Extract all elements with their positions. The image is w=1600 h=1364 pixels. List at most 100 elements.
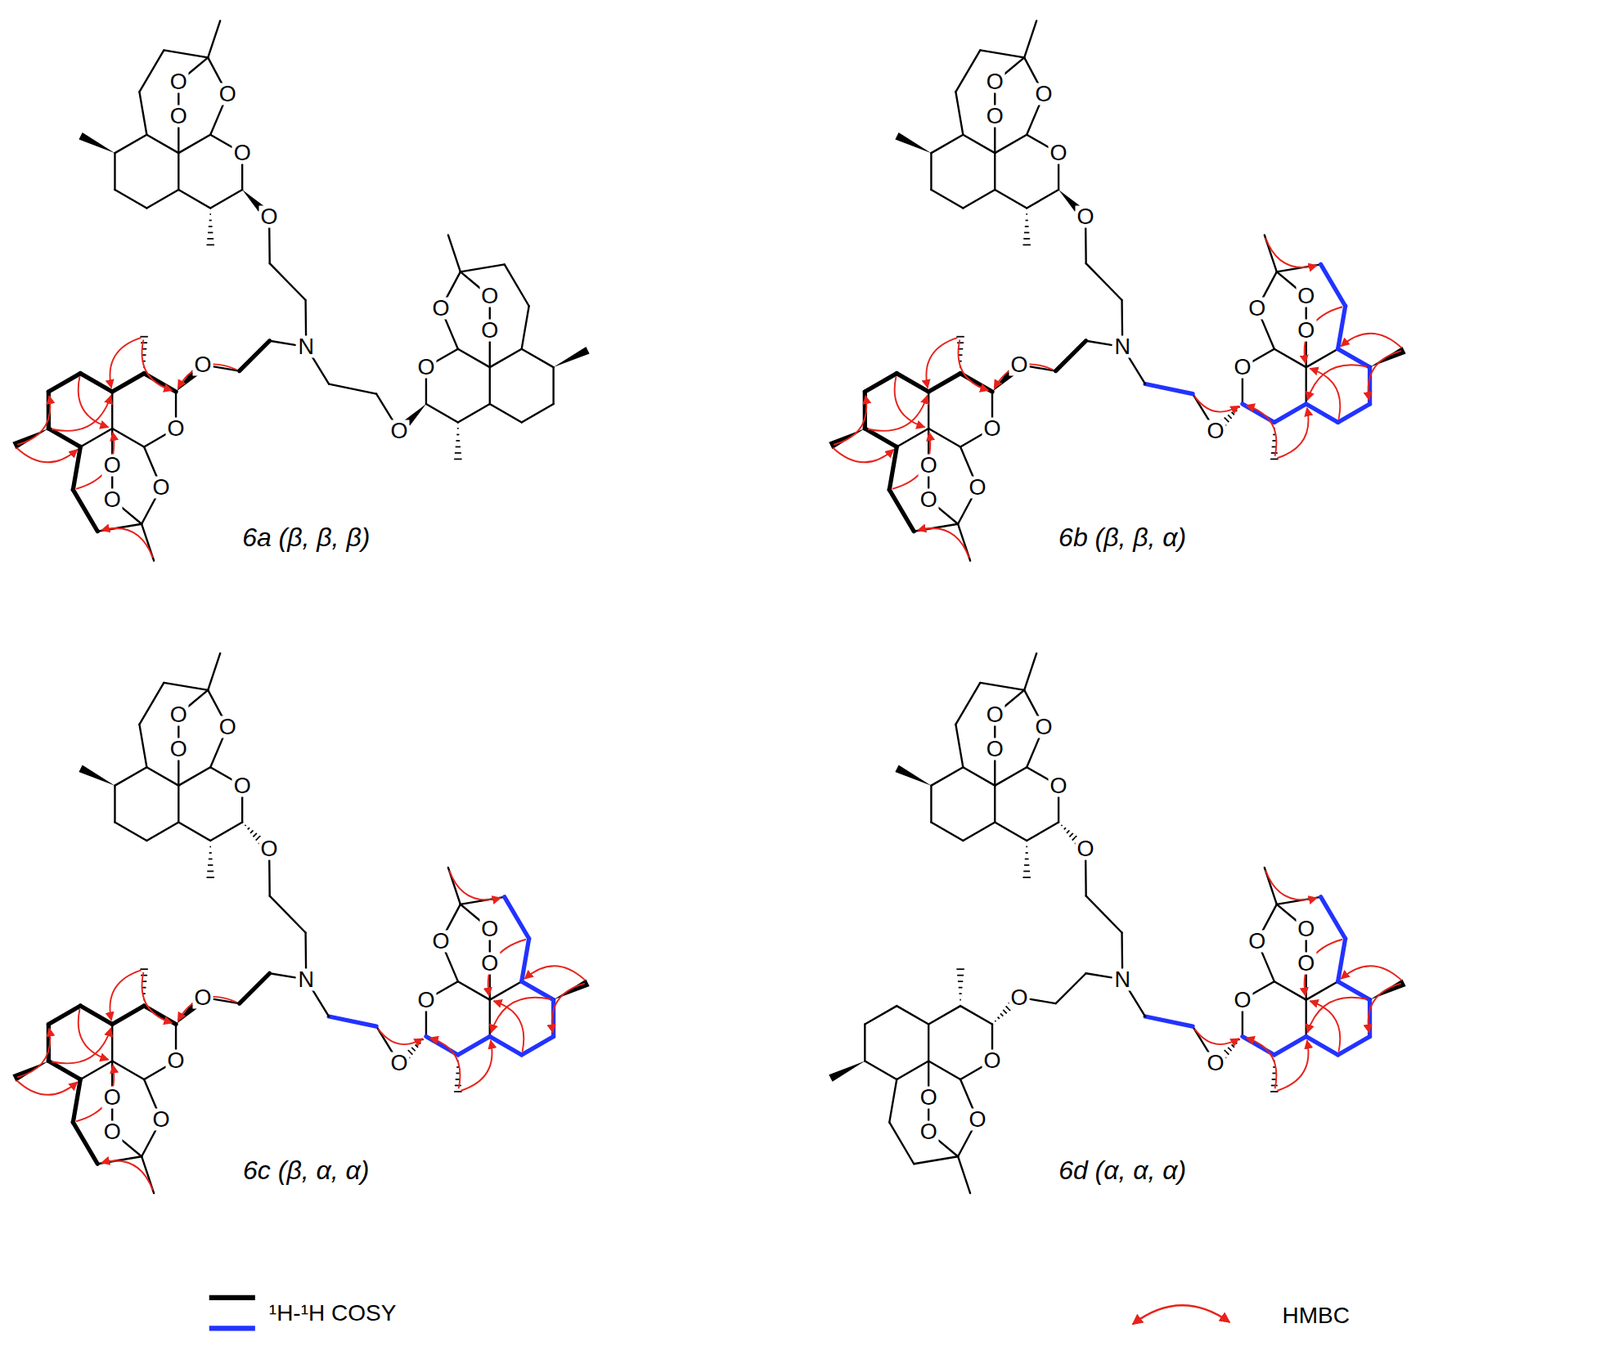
- bond-line: [889, 489, 914, 532]
- bond-line: [489, 404, 522, 423]
- bond-line: [889, 446, 897, 490]
- bond-line: [489, 1000, 491, 1038]
- oxygen-atom: O: [151, 476, 172, 499]
- oxygen-atom: O: [415, 356, 436, 379]
- hashed-bond: [250, 830, 253, 833]
- bond-line: [207, 690, 222, 718]
- hmbc-arrow: [1340, 333, 1402, 349]
- bond-line: [1029, 999, 1056, 1004]
- hmbc-arrow: [78, 376, 109, 427]
- bond-line: [489, 981, 522, 1000]
- compound-label: 6d (α, α, α): [1056, 1157, 1189, 1184]
- bond-line: [1261, 319, 1275, 350]
- hmbc-arrow: [1307, 997, 1367, 1034]
- hmbc-arrow: [1309, 368, 1340, 420]
- oxygen-atom: O: [1008, 354, 1030, 377]
- hashed-bond: [1060, 825, 1062, 827]
- oxygen-atom: O: [1231, 988, 1253, 1012]
- bond-line: [177, 726, 180, 738]
- bond-line: [928, 428, 961, 447]
- hashed-bond: [207, 864, 213, 867]
- bond-line: [177, 786, 180, 823]
- oxygen-atom: O: [232, 774, 253, 797]
- hashed-bond: [1235, 409, 1237, 412]
- bond-line: [175, 1024, 177, 1051]
- hmbc-arrow: [16, 1080, 77, 1096]
- oxygen-atom: O: [168, 703, 189, 726]
- bond-line: [489, 307, 491, 320]
- compound-label: 6c (β, α, α): [240, 1157, 372, 1184]
- legend-samples: [209, 1298, 1230, 1329]
- bond-line: [521, 939, 530, 982]
- oxygen-atom: O: [388, 419, 409, 442]
- oxygen-atom: O: [232, 142, 253, 165]
- hashed-bond: [1002, 1010, 1007, 1014]
- bond-line: [121, 507, 142, 525]
- hashed-bond: [1066, 830, 1070, 833]
- hashed-bond: [1025, 846, 1028, 849]
- bond-line: [863, 1024, 866, 1062]
- bond-line: [993, 726, 996, 738]
- bond-line: [328, 384, 377, 395]
- bond-line: [1306, 404, 1339, 423]
- oxygen-atom: O: [166, 1050, 187, 1073]
- compound-label: 6b (β, β, α): [1056, 524, 1189, 551]
- bond-line: [177, 93, 180, 105]
- bond-line: [187, 57, 208, 75]
- oxygen-atom: O: [984, 105, 1006, 128]
- bond-line: [896, 373, 929, 392]
- hmbc-arrow: [16, 447, 77, 463]
- bond-line: [889, 1122, 914, 1165]
- bond-line: [1262, 271, 1277, 299]
- bond-line: [111, 391, 113, 429]
- hashed-bond: [140, 341, 148, 344]
- bond-line: [113, 152, 116, 190]
- bond-line: [955, 91, 963, 135]
- bond-line: [928, 373, 961, 392]
- bond-line: [146, 767, 179, 786]
- bond-line: [1003, 690, 1025, 708]
- bond-line: [930, 152, 932, 190]
- bond-line: [928, 1006, 961, 1025]
- bond-line: [1274, 981, 1307, 1000]
- hmbc-arrow: [101, 1161, 153, 1192]
- hmbc-arrow: [1340, 966, 1402, 981]
- bond-line: [163, 683, 208, 691]
- bond-line: [177, 759, 180, 786]
- oxygen-atom: O: [984, 703, 1006, 726]
- bond-line: [927, 476, 930, 489]
- bond-line: [241, 796, 243, 823]
- wedge-bond: [553, 346, 590, 368]
- bond-line: [1086, 263, 1123, 301]
- bond-line: [979, 683, 1025, 691]
- hashed-bond: [957, 341, 964, 344]
- oxygen-atom: O: [918, 1087, 940, 1110]
- oxygen-atom: O: [1246, 297, 1268, 320]
- bond-line: [962, 822, 995, 841]
- bond-line: [1056, 973, 1087, 1004]
- hashed-bond: [1271, 1085, 1278, 1088]
- bond-line: [163, 49, 208, 58]
- oxygen-atom: O: [918, 453, 940, 477]
- hashed-bond: [209, 213, 212, 216]
- hashed-bond: [206, 871, 214, 873]
- legend-text: HMBC: [1280, 1304, 1352, 1328]
- hashed-bond: [252, 833, 257, 837]
- oxygen-atom: O: [415, 988, 436, 1012]
- bond-line: [962, 767, 995, 786]
- bond-line: [121, 1139, 142, 1157]
- hashed-bond: [1024, 864, 1030, 867]
- bond-line: [1252, 981, 1275, 995]
- bond-line: [448, 234, 461, 272]
- oxygen-atom: O: [166, 417, 187, 440]
- hashed-bond: [206, 238, 214, 240]
- bond-line: [1026, 134, 1049, 149]
- bond-line: [139, 49, 164, 92]
- hmbc-arrow: [1265, 870, 1317, 900]
- bond-line: [328, 1016, 377, 1027]
- oxygen-atom: O: [918, 1121, 940, 1144]
- hashed-bond: [454, 452, 462, 454]
- wedge-bond: [894, 132, 931, 153]
- oxygen-atom: O: [1048, 774, 1070, 797]
